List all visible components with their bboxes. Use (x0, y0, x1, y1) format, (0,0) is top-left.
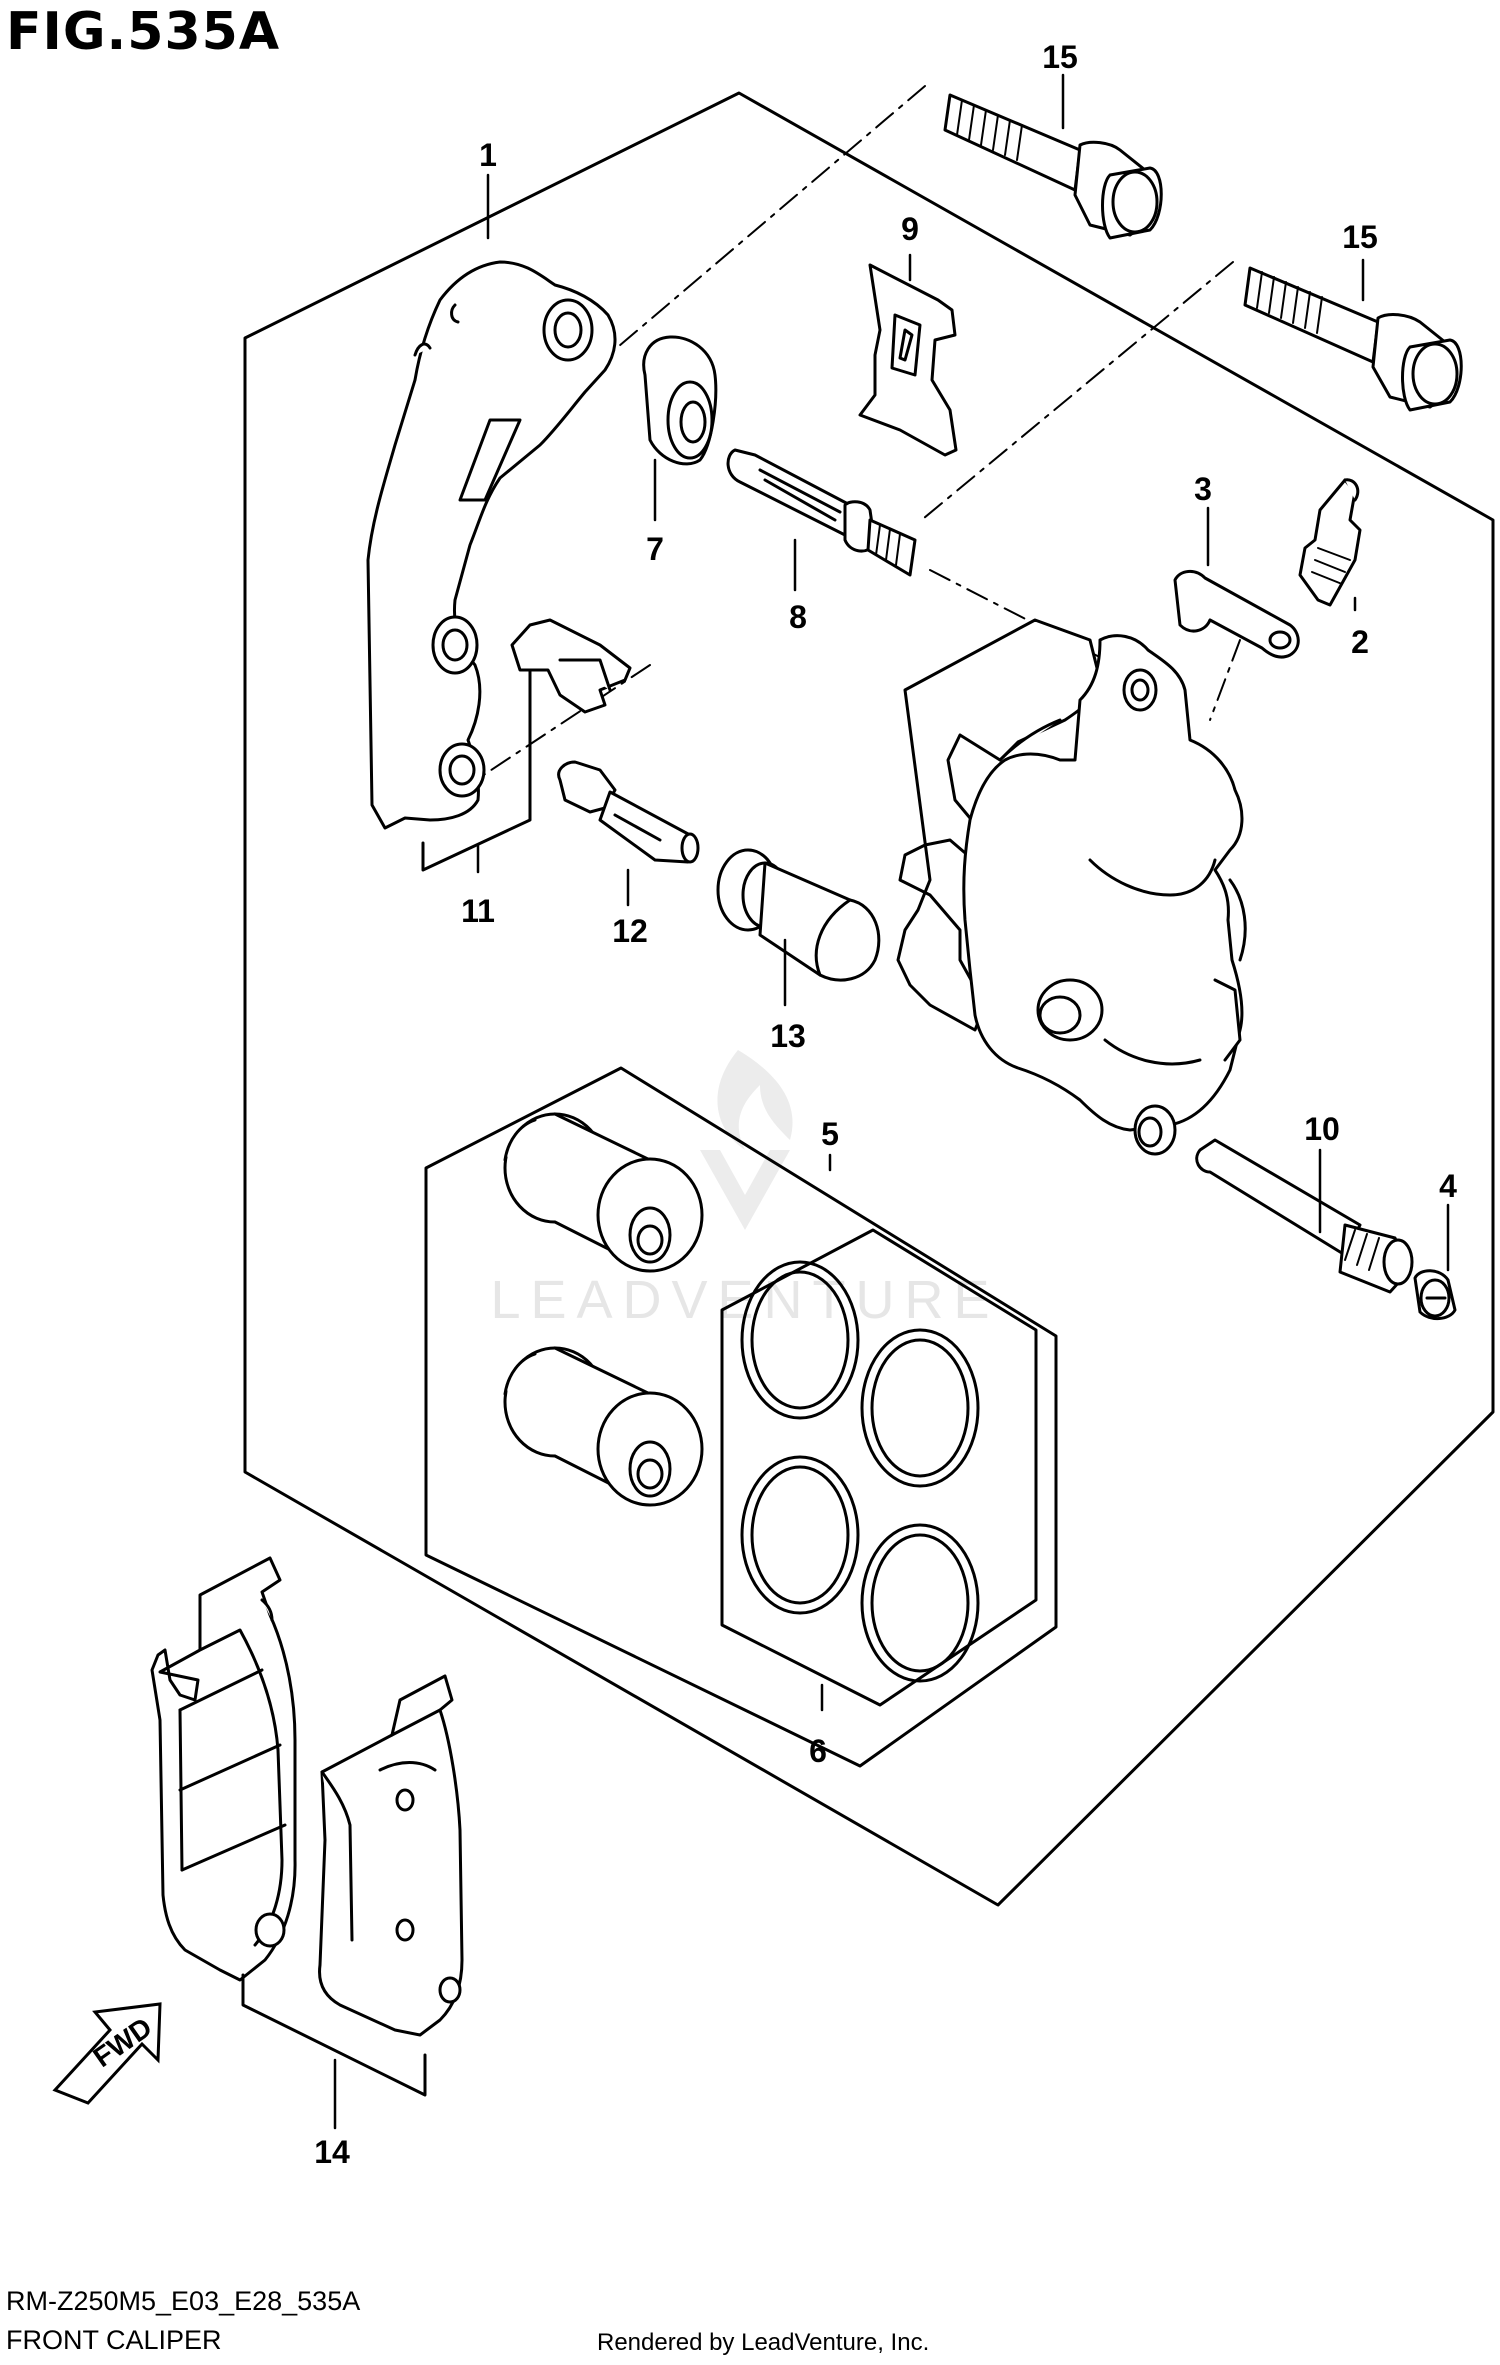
diagram-caption: FRONT CALIPER (6, 2325, 222, 2355)
callout-10: 10 (1304, 1111, 1340, 1147)
callout-2: 2 (1351, 624, 1369, 660)
callout-15-upper: 15 (1042, 39, 1078, 75)
slide-pin-upper (726, 448, 917, 577)
brake-pad-outer (150, 1556, 297, 1982)
pin-boot (642, 335, 718, 466)
callout-15-lower: 15 (1342, 219, 1378, 255)
pin-plug (1413, 1269, 1457, 1320)
model-code: RM-Z250M5_E03_E28_535A (6, 2286, 361, 2316)
fwd-arrow-icon: FWD (52, 2002, 162, 2105)
callout-leader-11-bracket (421, 648, 532, 872)
caliper-bracket (366, 260, 617, 830)
callout-leader-14-bracket (241, 1973, 427, 2097)
caliper-pin (1195, 1138, 1414, 1294)
caliper-assembly-outline (243, 91, 1495, 1907)
slide-pin-lower (557, 760, 700, 864)
bleeder-cap (1173, 570, 1300, 659)
mounting-bolt-lower (1243, 266, 1463, 412)
callout-3: 3 (1194, 471, 1212, 507)
callout-1: 1 (479, 137, 497, 173)
piston-kit-outline (424, 1066, 1058, 1768)
callout-5: 5 (821, 1116, 839, 1152)
rendered-by-credit: Rendered by LeadVenture, Inc. (597, 2329, 930, 2356)
callout-13: 13 (770, 1018, 806, 1054)
pin-boot-lower (716, 848, 881, 982)
callout-14: 14 (314, 2134, 350, 2170)
callout-9: 9 (901, 211, 919, 247)
brake-pad-inner (318, 1674, 464, 2037)
seal-kit-outline (720, 1228, 1038, 1707)
callout-11: 11 (461, 893, 495, 929)
piston-upper (503, 1112, 704, 1273)
callout-12: 12 (612, 913, 648, 949)
watermark-flame-icon (717, 1050, 793, 1150)
callout-7: 7 (646, 531, 664, 567)
mounting-bolt-upper (943, 93, 1163, 240)
caliper-body (896, 618, 1247, 1156)
callout-4: 4 (1439, 1168, 1457, 1204)
callout-6: 6 (809, 1733, 827, 1769)
pad-spring (510, 618, 632, 714)
callout-leaders (333, 73, 1450, 2130)
pad-retainer (858, 263, 958, 457)
piston-lower (503, 1346, 704, 1507)
piston-seals (740, 1260, 980, 1683)
callout-8: 8 (789, 599, 807, 635)
figure-title: FIG.535A (6, 2, 281, 62)
watermark-v-icon (700, 1150, 790, 1230)
bleeder-valve (1298, 478, 1362, 607)
